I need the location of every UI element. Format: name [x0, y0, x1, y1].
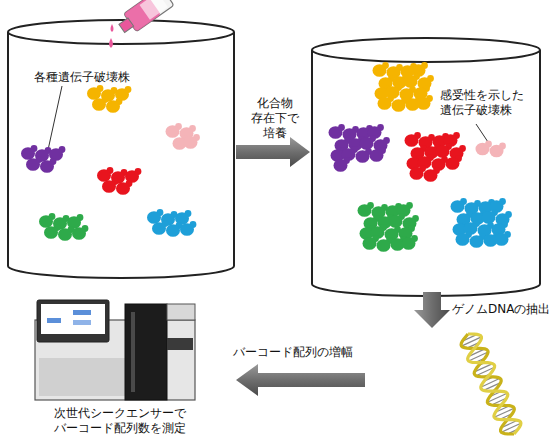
base-pair: [476, 367, 495, 375]
vessel-wall: [312, 50, 540, 296]
base-pair: [507, 420, 509, 421]
dna-strand: [461, 334, 514, 434]
monitor: [37, 300, 109, 342]
caption-text: 次世代シークエンサーで バーコード配列数を測定: [40, 406, 200, 436]
base-pair: [494, 408, 514, 417]
base-pair: [484, 374, 491, 377]
base-pair: [492, 389, 496, 391]
process-arrow: [236, 364, 365, 396]
callout-text: 各種遺伝子破壊株: [34, 70, 154, 85]
vessel-rim: [312, 38, 540, 62]
base-pair: [473, 348, 476, 349]
vessel-wall: [8, 32, 234, 278]
arrow-label: 化合物 存在下で 培養: [247, 96, 303, 141]
dna-helix: [461, 334, 521, 434]
base-pair: [481, 378, 500, 387]
base-pair: [468, 349, 485, 357]
base-pair: [500, 405, 502, 406]
vessel-rim: [8, 20, 234, 44]
base-pair: [462, 337, 482, 346]
sequencer-tower: [125, 304, 167, 400]
step-label: ゲノムDNAの抽出: [452, 302, 547, 317]
base-pair: [500, 414, 513, 420]
base-pair: [469, 352, 489, 361]
base-pair: [492, 398, 507, 405]
culture-vessel: 各種遺伝子破壊株: [6, 18, 236, 280]
screen-bar: [73, 310, 91, 315]
base-pair: [467, 342, 479, 348]
base-pair: [474, 364, 492, 372]
base-pair: [501, 420, 517, 427]
base-pair: [490, 391, 502, 396]
dna-strand: [468, 334, 521, 434]
sequencer-top: [167, 304, 195, 320]
sequencer: 次世代シークエンサーで バーコード配列数を測定: [25, 298, 215, 438]
vessel-outline: [6, 18, 236, 280]
screen-bar: [73, 320, 91, 325]
base-pair: [487, 393, 507, 402]
base-pair: [479, 363, 485, 366]
process-arrow: [236, 137, 310, 167]
vessel-outline: [310, 36, 542, 298]
base-pair: [501, 423, 521, 432]
tower-stripe: [131, 312, 135, 392]
sequencer-panel: [39, 358, 125, 396]
callout-text: 感受性を示した 遺伝子破壊株: [440, 88, 532, 118]
base-pair: [495, 406, 509, 413]
base-pair: [508, 429, 518, 434]
base-pair: [462, 334, 477, 341]
process-arrow: [414, 292, 450, 328]
sequencer-handle: [167, 338, 193, 350]
base-pair: [475, 358, 485, 363]
step-label: バーコード配列の増幅: [228, 345, 358, 360]
base-pair: [484, 383, 501, 391]
culture-vessel: 感受性を示した 遺伝子破壊株: [310, 36, 542, 298]
monitor-screen: [41, 304, 105, 334]
base-pair: [484, 377, 493, 381]
screen-bar: [47, 318, 61, 323]
